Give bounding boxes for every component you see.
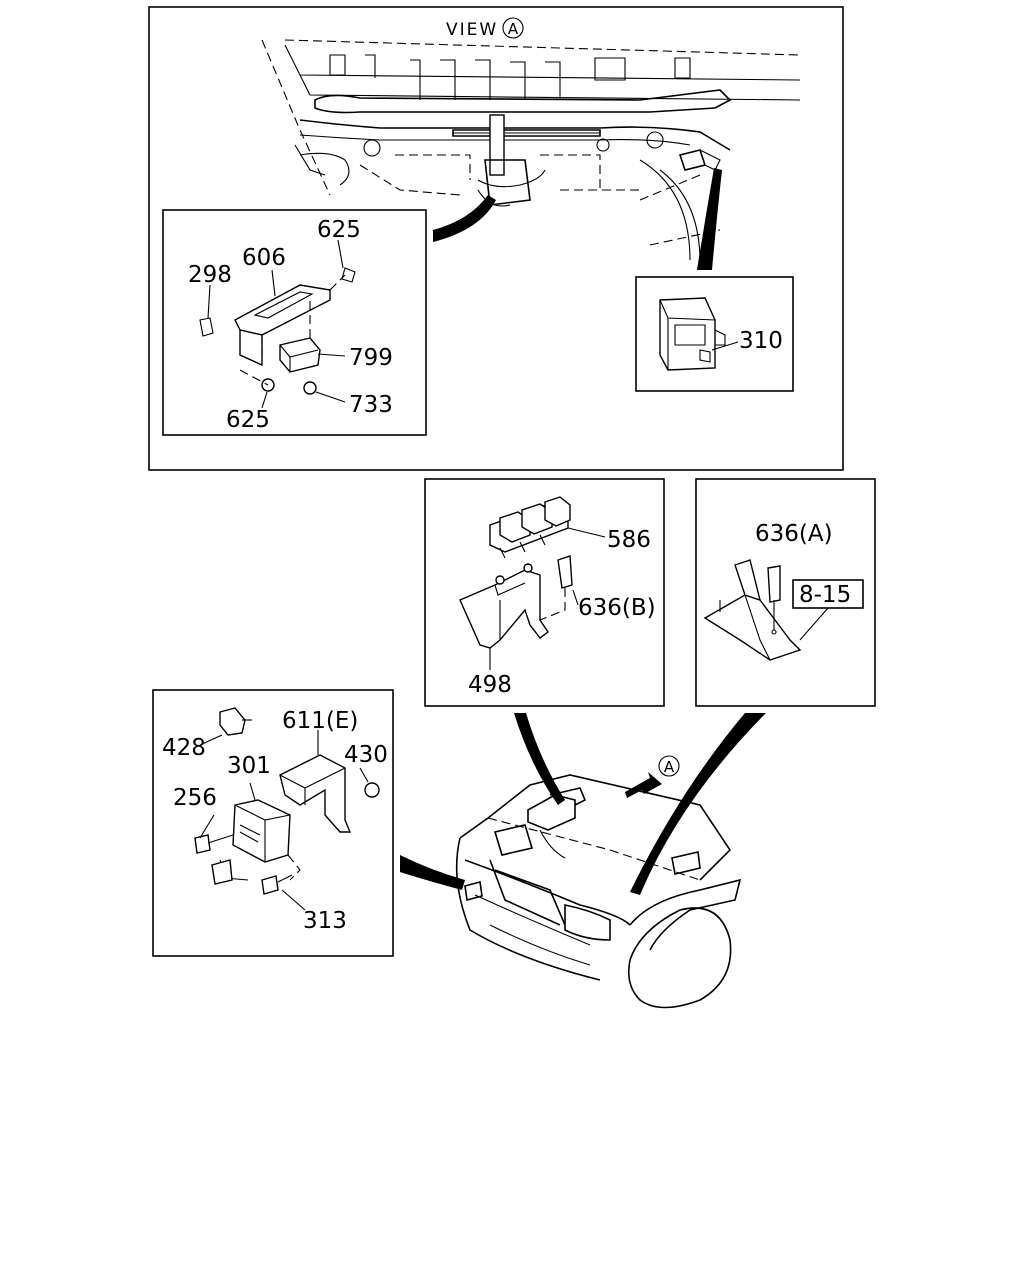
view-arrow-marker-circle: [658, 755, 680, 777]
callout-625-top: 625: [317, 217, 361, 243]
mounting-bracket-panel: 636(A) 8-15: [695, 478, 876, 707]
callout-625-bottom: 625: [226, 407, 270, 433]
callout-606: 606: [242, 245, 286, 271]
callout-428: 428: [162, 735, 206, 761]
callout-636b: 636(B): [578, 595, 656, 621]
engine-bay-sketch: [261, 39, 801, 263]
relay-bracket-panel: 586 636(B) 498: [424, 478, 665, 707]
inset-bracket-assembly: 625 606 298 799 625 733: [162, 209, 427, 436]
vehicle-front-illustration: A: [400, 713, 766, 1009]
callout-799: 799: [349, 345, 393, 371]
leader-arrow-module: [400, 855, 465, 890]
callout-301: 301: [227, 753, 271, 779]
view-direction-arrow: [625, 772, 662, 798]
leader-arrow-bracket: [630, 713, 766, 895]
callout-586: 586: [607, 527, 651, 553]
leader-arrow-left: [433, 195, 496, 242]
callout-733: 733: [349, 392, 393, 418]
view-a-frame: [148, 6, 844, 471]
callout-430: 430: [344, 742, 388, 768]
callout-256: 256: [173, 785, 217, 811]
callout-310: 310: [739, 328, 783, 354]
leader-arrow-right: [697, 168, 722, 270]
relay-frame: [424, 478, 665, 707]
view-marker-circle: [502, 17, 524, 39]
view-marker-letter: A: [508, 20, 519, 38]
view-title: VIEW: [446, 20, 498, 40]
inset-frame-310: [635, 276, 794, 392]
module-frame: [152, 689, 394, 957]
callout-498: 498: [468, 672, 512, 698]
inset-control-unit: 310: [635, 276, 794, 392]
view-arrow-marker-letter: A: [664, 758, 675, 776]
callout-636a: 636(A): [755, 521, 833, 547]
bracket-frame: [695, 478, 876, 707]
callout-298: 298: [188, 262, 232, 288]
inset-frame-bracket: [162, 209, 427, 436]
callout-8-15: 8-15: [799, 582, 851, 608]
view-a-panel: VIEW A: [148, 6, 844, 471]
callout-313: 313: [303, 908, 347, 934]
callout-611e: 611(E): [282, 708, 358, 734]
module-assembly-panel: 611(E) 428 430 301 256 313: [152, 689, 394, 957]
leader-arrow-relay: [514, 713, 565, 805]
